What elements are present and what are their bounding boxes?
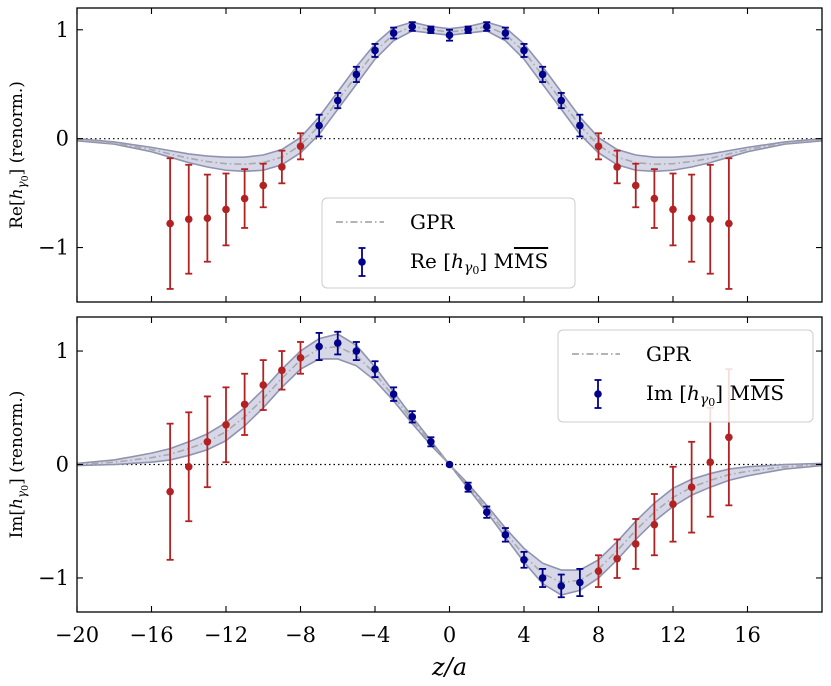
y-tick-label: 0 — [56, 453, 69, 477]
data-point-red — [725, 157, 733, 290]
data-point-blue — [333, 330, 342, 356]
legend-gpr-label: GPR — [646, 342, 691, 366]
x-tick-label: −20 — [55, 623, 99, 647]
x-tick-label: 12 — [660, 623, 687, 647]
data-point-red — [613, 149, 621, 185]
data-point-blue — [576, 567, 584, 598]
x-axis: −20 −16 −12 −8 −4 0 4 8 12 16 z/a — [55, 623, 761, 681]
data-point-red — [669, 465, 677, 543]
y-axis-label: Im[hγ0] (renorm.) — [7, 391, 31, 539]
x-tick-label: 0 — [443, 623, 456, 647]
data-point-blue — [445, 460, 454, 469]
data-point-blue — [408, 21, 417, 32]
data-point-blue — [445, 28, 454, 42]
data-point-red — [166, 422, 174, 561]
data-point-red — [184, 411, 193, 523]
data-point-blue — [501, 26, 510, 40]
data-point-red — [278, 149, 286, 185]
plot-area — [77, 330, 822, 599]
data-point-red — [687, 173, 696, 263]
data-point-red — [613, 538, 621, 579]
x-tick-label: −4 — [360, 623, 391, 647]
x-tick-label: −8 — [285, 623, 316, 647]
data-point-red — [594, 554, 603, 588]
data-point-red — [687, 440, 696, 534]
data-point-blue — [389, 26, 398, 40]
data-point-blue — [333, 92, 342, 110]
data-point-red — [296, 341, 305, 375]
x-tick-label: −16 — [129, 623, 173, 647]
x-tick-label: −12 — [204, 623, 248, 647]
data-point-blue — [352, 65, 361, 83]
y-tick-label: 0 — [56, 127, 69, 151]
data-point-blue — [408, 410, 417, 424]
y-tick-label: −1 — [38, 566, 69, 590]
x-tick-label: 8 — [592, 623, 605, 647]
data-point-red — [669, 172, 677, 247]
legend-points-label: Re [hγ0] MMS — [410, 249, 548, 277]
y-tick-label: −1 — [38, 236, 69, 260]
data-point-red — [240, 372, 249, 436]
legend-points-swatch — [594, 390, 602, 398]
data-point-blue — [315, 331, 323, 362]
data-point-red — [222, 172, 230, 247]
re-panel: −1 0 1Re[hγ0] (renorm.) GPR Re [hγ0] MMS — [7, 7, 823, 303]
legend: GPR Im [hγ0] MMS — [557, 329, 814, 423]
data-point-red — [594, 132, 603, 161]
x-axis-label: z/a — [431, 653, 467, 681]
im-panel: −1 0 1Im[hγ0] (renorm.) GPR Im [hγ0] MMS — [7, 316, 823, 613]
data-point-blue — [315, 113, 323, 138]
y-tick-label: 1 — [56, 339, 69, 363]
gpr-band — [77, 22, 822, 172]
data-point-blue — [557, 92, 566, 110]
legend: GPR Re [hγ0] MMS — [321, 197, 576, 289]
data-point-blue — [427, 436, 435, 448]
data-point-red — [259, 359, 268, 411]
data-point-blue — [576, 113, 584, 138]
data-point-blue — [538, 567, 547, 588]
data-point-blue — [520, 550, 528, 569]
data-point-blue — [557, 573, 566, 599]
y-tick-label: 1 — [56, 18, 69, 42]
x-tick-label: 4 — [517, 623, 530, 647]
plot-area — [77, 21, 822, 290]
data-point-red — [203, 173, 212, 263]
legend-points-swatch — [358, 258, 366, 266]
data-point-red — [222, 386, 230, 464]
data-point-blue — [520, 43, 528, 58]
data-point-blue — [427, 25, 435, 34]
data-point-red — [240, 168, 249, 229]
data-point-red — [259, 162, 268, 209]
data-point-red — [184, 163, 193, 275]
data-point-red — [706, 406, 715, 518]
gpr-lower-edge — [77, 30, 822, 173]
y-axis-label: Re[hγ0] (renorm.) — [7, 81, 31, 229]
legend-gpr-label: GPR — [410, 210, 455, 234]
data-point-blue — [352, 341, 361, 362]
data-point-red — [650, 168, 659, 229]
gpr-mean-line — [77, 25, 822, 166]
data-point-blue — [482, 21, 491, 32]
data-point-red — [203, 395, 212, 489]
data-point-red — [650, 493, 659, 557]
data-point-blue — [464, 481, 472, 493]
data-point-blue — [464, 25, 472, 34]
data-point-blue — [482, 505, 491, 519]
data-point-blue — [371, 43, 379, 58]
data-point-red — [278, 350, 286, 391]
data-point-red — [296, 132, 305, 161]
data-point-red — [631, 162, 640, 209]
data-point-red — [166, 157, 174, 290]
data-point-blue — [389, 386, 398, 402]
data-point-blue — [371, 360, 379, 379]
x-tick-label: 16 — [734, 623, 761, 647]
gpr-upper-edge — [77, 21, 822, 158]
data-point-blue — [538, 65, 547, 83]
data-point-blue — [501, 527, 510, 543]
data-point-red — [706, 163, 715, 275]
data-point-red — [631, 518, 640, 570]
legend-points-label: Im [hγ0] MMS — [646, 381, 784, 409]
